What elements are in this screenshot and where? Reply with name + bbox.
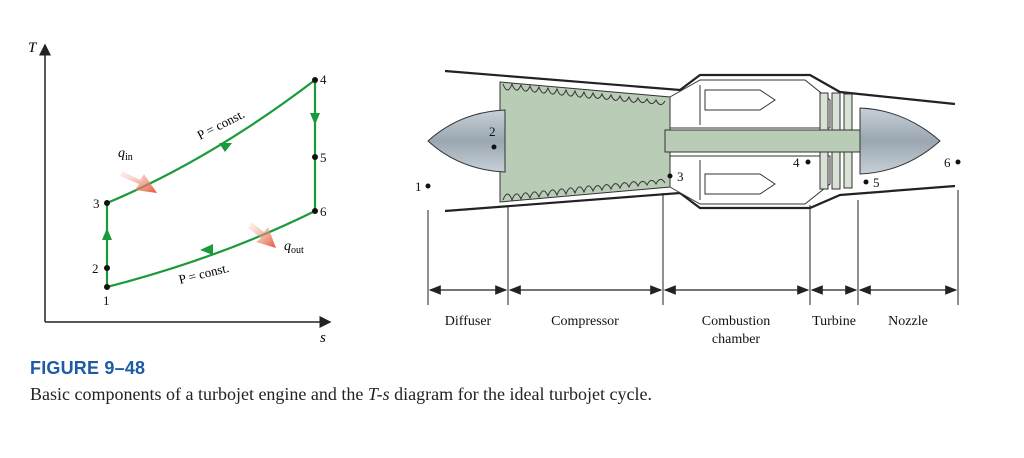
station-label-4: 4 [793,155,800,170]
inlet-spinner [427,109,506,173]
station-label-5: 5 [873,175,880,190]
arrow-left-icon [200,244,213,255]
engine-casing-bottom [444,184,956,213]
combustion-chamber [669,79,831,205]
station-point-6 [955,159,961,165]
ts-diagram: T s 1 2 3 [28,40,332,346]
state-point-2 [104,265,110,271]
section-label-turbine: Turbine [812,314,856,329]
process-6-1 [106,210,316,289]
process-3-4 [106,79,316,205]
state-label-6: 6 [320,204,327,219]
state-label-3: 3 [93,196,100,211]
section-label-combustion: Combustion [702,314,770,329]
arrow-right-icon [219,143,232,152]
station-point-4 [805,159,811,165]
section-label-compressor: Compressor [551,314,619,329]
compressor-body [499,81,671,203]
state-point-4 [312,77,318,83]
process-label-top: P = const. [195,106,248,143]
arrow-up-icon [102,228,112,240]
engine-shaft [664,129,866,153]
state-point-6 [312,208,318,214]
section-extension-lines [427,190,959,305]
exhaust-cone [859,107,941,175]
section-label-nozzle: Nozzle [888,314,928,329]
station-label-2: 2 [489,124,496,139]
arrow-down-icon [310,113,320,125]
figure-caption: Basic components of a turbojet engine an… [30,384,652,404]
station-label-6: 6 [944,155,951,170]
engine-casing-top [444,69,956,106]
state-point-3 [104,200,110,206]
station-point-2 [491,144,497,150]
t-axis-label: T [28,40,38,56]
heat-in-arrow-icon [120,171,157,193]
station-point-1 [425,183,431,189]
s-axis-label: s [320,330,326,346]
engine-station-points [425,144,961,189]
heat-in-label: qin [118,146,133,163]
state-label-5: 5 [320,150,327,165]
state-label-4: 4 [320,72,327,87]
turbine-blades [819,92,853,190]
station-label-3: 3 [677,169,684,184]
state-label-1: 1 [103,293,110,308]
heat-out-arrow-icon [248,222,276,248]
station-point-5 [863,179,869,185]
station-point-3 [667,173,673,179]
section-label-chamber: chamber [712,332,761,347]
state-point-1 [104,284,110,290]
turbojet-engine: 1 2 3 4 5 6 Diffuser Compressor [415,69,961,347]
state-point-5 [312,154,318,160]
state-label-2: 2 [92,261,99,276]
heat-out-label: qout [284,239,304,256]
state-points [104,77,318,290]
cycle-direction-arrows [102,113,320,255]
station-label-1: 1 [415,179,422,194]
figure-label: FIGURE 9–48 [30,358,146,378]
section-label-diffuser: Diffuser [445,314,492,329]
compressor-blades [502,82,666,202]
